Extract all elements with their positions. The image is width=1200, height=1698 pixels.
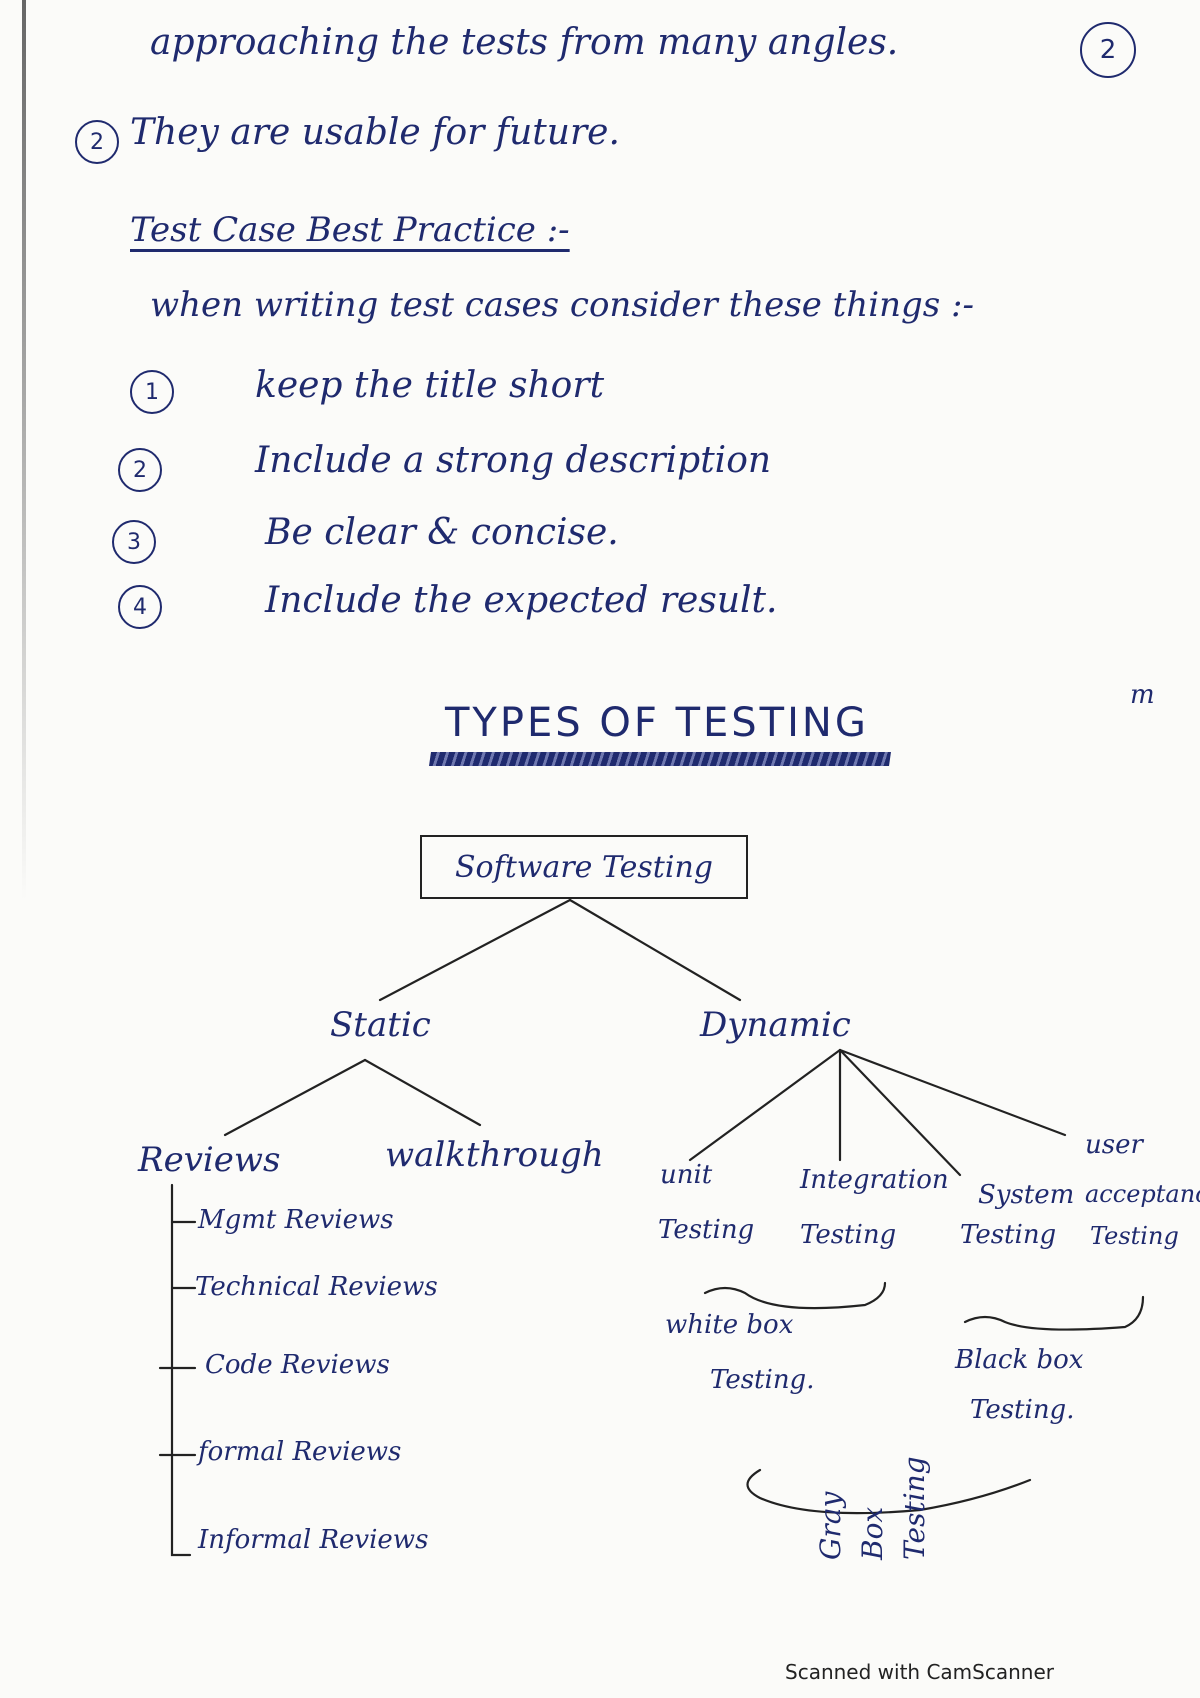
practice-item-2: Include a strong description [255, 440, 772, 481]
box-label: Box [856, 1506, 889, 1560]
black-box-label: Black box [955, 1345, 1084, 1375]
practice-item-1: keep the title short [255, 365, 605, 406]
line2-number: 2 [75, 120, 119, 164]
line-dynamic-unit [688, 1048, 842, 1162]
gray-label: Gray [814, 1491, 847, 1560]
line-dynamic-system [838, 1048, 962, 1177]
practice-number-1: 1 [130, 370, 174, 414]
review-mgmt: Mgmt Reviews [198, 1205, 394, 1235]
page-edge [22, 0, 26, 900]
review-code: Code Reviews [205, 1350, 390, 1380]
system-label: System [978, 1180, 1075, 1210]
practice-number-2: 2 [118, 448, 162, 492]
acceptance-label: acceptance [1085, 1180, 1200, 1208]
gray-box-testing: Gray Box Testing [810, 1456, 936, 1560]
unit-label: unit [660, 1160, 713, 1190]
gray-testing-label: Testing [898, 1456, 931, 1560]
white-box-label: white box [665, 1310, 794, 1340]
review-technical: Technical Reviews [195, 1272, 438, 1302]
margin-mark: m [1130, 680, 1155, 710]
system-testing-label: Testing [960, 1220, 1057, 1250]
white-box-testing-label: Testing. [710, 1365, 815, 1395]
practice-item-4: Include the expected result. [265, 580, 778, 621]
user-label: user [1085, 1130, 1143, 1160]
software-testing-box: Software Testing [420, 835, 748, 899]
practice-item-3: Be clear & concise. [265, 512, 619, 553]
best-practice-intro: when writing test cases consider these t… [150, 285, 974, 325]
best-practice-heading: Test Case Best Practice :- [130, 210, 570, 250]
line-root-dynamic [568, 898, 742, 1002]
line-root-static [378, 898, 572, 1002]
note-line-2: They are usable for future. [130, 112, 620, 153]
integration-label: Integration [800, 1165, 949, 1195]
integration-testing-label: Testing [800, 1220, 897, 1250]
note-line-1: approaching the tests from many angles. [150, 22, 899, 63]
practice-number-3: 3 [112, 520, 156, 564]
static-label: Static [330, 1005, 431, 1045]
practice-number-4: 4 [118, 585, 162, 629]
line1-marker: 2 [1080, 22, 1136, 78]
camscanner-footer: Scanned with CamScanner [785, 1660, 1054, 1684]
line-dynamic-uat [838, 1048, 1067, 1137]
walkthrough-label: walkthrough [385, 1135, 604, 1175]
review-informal: Informal Reviews [198, 1525, 429, 1555]
brace-white-box [703, 1281, 887, 1310]
black-box-testing-label: Testing. [970, 1395, 1075, 1425]
reviews-label: Reviews [138, 1140, 281, 1180]
dynamic-label: Dynamic [700, 1005, 851, 1045]
brace-gray-box [746, 1468, 1032, 1515]
line-static-walkthrough [363, 1058, 482, 1127]
unit-testing-label: Testing [658, 1215, 755, 1245]
types-of-testing-title: TYPES OF TESTING [445, 700, 869, 746]
review-formal: formal Reviews [198, 1437, 402, 1467]
acceptance-testing-label: Testing [1090, 1222, 1179, 1250]
brace-black-box [963, 1295, 1145, 1331]
line-reviews-spine [170, 1183, 192, 1557]
line-static-reviews [223, 1058, 367, 1137]
